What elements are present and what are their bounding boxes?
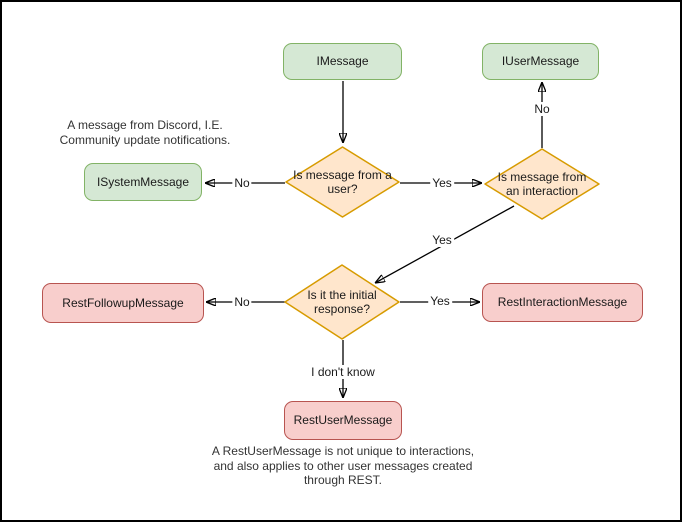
node-iusermessage-label: IUserMessage xyxy=(501,54,580,69)
annotation-system-note: A message from Discord, I.E. Community u… xyxy=(59,118,231,147)
node-restusermessage[interactable]: RestUserMessage xyxy=(284,401,402,440)
node-decision-is-interaction[interactable]: Is message from an interaction xyxy=(484,148,600,220)
node-restfollowupmessage-label: RestFollowupMessage xyxy=(62,295,184,310)
node-decision-initial-response-label: Is it the initial response? xyxy=(307,287,377,316)
edge-label-interaction-no: No xyxy=(532,102,552,116)
diamond-shape xyxy=(484,148,600,220)
node-decision-initial-response[interactable]: Is it the initial response? xyxy=(284,264,400,340)
node-isystemmessage[interactable]: ISystemMessage xyxy=(84,163,202,201)
node-decision-is-user[interactable]: Is message from a user? xyxy=(285,146,400,218)
edge-label-user-no: No xyxy=(232,176,252,190)
edge-label-initial-unknown: I don't know xyxy=(309,365,377,379)
node-imessage-label: IMessage xyxy=(316,54,369,69)
node-restfollowupmessage[interactable]: RestFollowupMessage xyxy=(42,283,204,323)
node-iusermessage[interactable]: IUserMessage xyxy=(482,43,599,80)
node-restinteractionmessage-label: RestInteractionMessage xyxy=(497,295,628,310)
annotation-restuser-note: A RestUserMessage is not unique to inter… xyxy=(211,444,475,488)
edge-label-user-yes: Yes xyxy=(430,176,454,190)
node-decision-is-user-label: Is message from a user? xyxy=(293,167,392,196)
edge-label-initial-no: No xyxy=(232,295,252,309)
node-restusermessage-label: RestUserMessage xyxy=(293,413,393,428)
edge-label-initial-yes: Yes xyxy=(428,294,452,308)
node-restinteractionmessage[interactable]: RestInteractionMessage xyxy=(482,283,643,322)
node-isystemmessage-label: ISystemMessage xyxy=(96,174,190,189)
diamond-shape xyxy=(285,146,400,218)
edge-label-interaction-yes: Yes xyxy=(430,233,454,247)
node-imessage[interactable]: IMessage xyxy=(283,43,402,80)
diamond-shape xyxy=(284,264,400,340)
node-decision-is-interaction-label: Is message from an interaction xyxy=(497,169,587,198)
